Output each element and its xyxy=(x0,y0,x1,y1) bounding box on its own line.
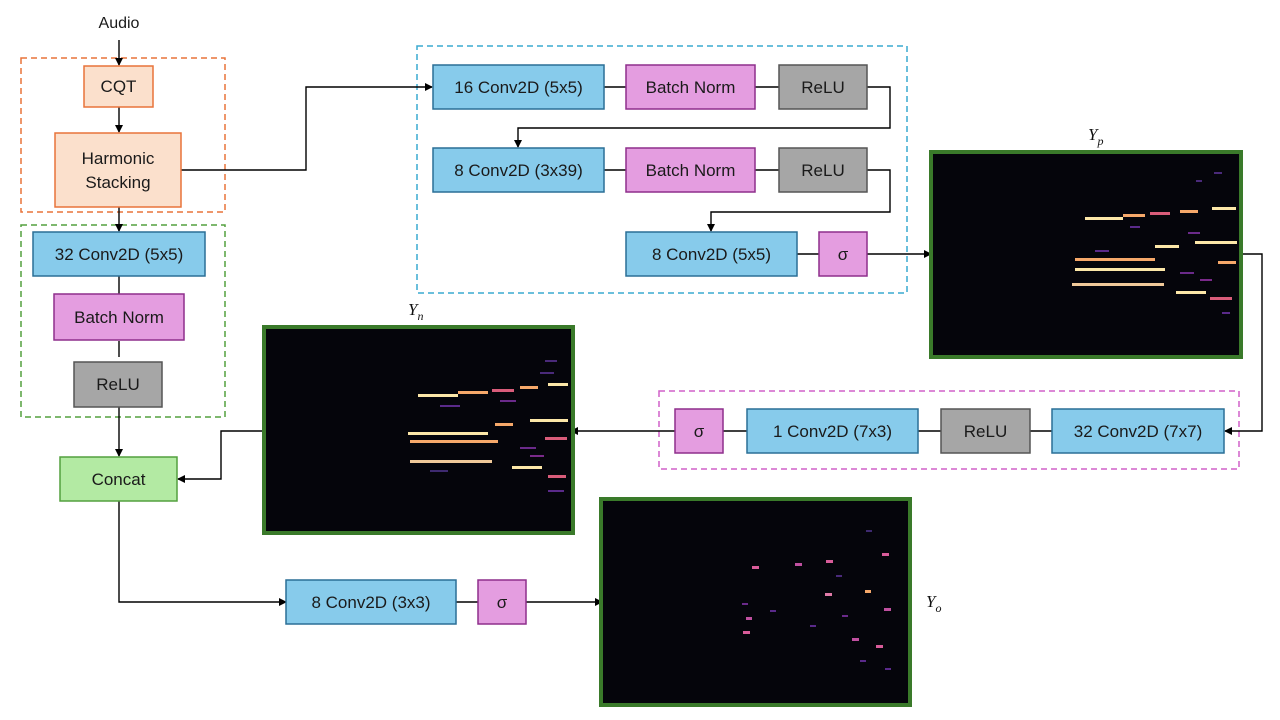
note-relu-block: ReLU xyxy=(940,408,1031,454)
shared-conv-block: 32 Conv2D (5x5) xyxy=(32,231,206,277)
shared-relu-label: ReLU xyxy=(96,375,139,394)
note-conv32-block: 32 Conv2D (7x7) xyxy=(1051,408,1225,454)
yp-subscript: p xyxy=(1096,134,1103,148)
cqt-block: CQT xyxy=(83,65,154,108)
onset-sigmoid-label: σ xyxy=(497,593,508,612)
pitch-row2-conv-label: 8 Conv2D (3x39) xyxy=(454,161,583,180)
harmonic-stacking-label-line1: Harmonic xyxy=(82,149,155,168)
shared-relu-block: ReLU xyxy=(73,361,163,408)
harmonic-stacking-block: Harmonic Stacking xyxy=(54,132,182,208)
pitch-row1-batchnorm-label: Batch Norm xyxy=(646,78,736,97)
arrow-p2-to-p3 xyxy=(707,169,891,232)
arrow-p1-to-p2 xyxy=(514,86,891,148)
yp-symbol: Y xyxy=(1088,125,1099,144)
note-conv32-label: 32 Conv2D (7x7) xyxy=(1074,422,1203,441)
cqt-label: CQT xyxy=(101,77,137,96)
note-relu-label: ReLU xyxy=(964,422,1007,441)
yn-symbol: Y xyxy=(408,300,419,319)
pitch-sigmoid-label: σ xyxy=(838,245,849,264)
pitch-row2-relu-block: ReLU xyxy=(778,147,868,193)
yp-output-panel xyxy=(929,150,1243,359)
pitch-row1-batchnorm-block: Batch Norm xyxy=(625,64,756,110)
yn-subscript: n xyxy=(417,309,423,323)
yp-activation-streaks xyxy=(1072,172,1237,314)
concat-label: Concat xyxy=(92,470,146,489)
yo-output-panel xyxy=(599,497,912,707)
shared-batchnorm-block: Batch Norm xyxy=(53,293,185,341)
yo-activation-dots xyxy=(742,530,891,670)
onset-conv-block: 8 Conv2D (3x3) xyxy=(285,579,457,625)
note-sigmoid-block: σ xyxy=(674,408,724,454)
note-conv1-label: 1 Conv2D (7x3) xyxy=(773,422,892,441)
pitch-row1-conv-block: 16 Conv2D (5x5) xyxy=(432,64,605,110)
arrow-hs-to-pitch-branch xyxy=(181,83,433,171)
yo-label: Yo xyxy=(926,592,941,615)
pitch-row1-conv-label: 16 Conv2D (5x5) xyxy=(454,78,583,97)
pitch-row3-conv-label: 8 Conv2D (5x5) xyxy=(652,245,771,264)
pitch-row3-conv-block: 8 Conv2D (5x5) xyxy=(625,231,798,277)
pitch-branch-group-frame xyxy=(416,45,908,294)
pitch-row1-relu-block: ReLU xyxy=(778,64,868,110)
pitch-row2-batchnorm-label: Batch Norm xyxy=(646,161,736,180)
yn-activation-streaks xyxy=(408,360,568,492)
yn-label: Yn xyxy=(408,300,423,323)
harmonic-stacking-label-line2: Stacking xyxy=(85,173,150,192)
connectors xyxy=(115,40,1263,606)
yp-label: Yp xyxy=(1088,125,1103,148)
pitch-row1-relu-label: ReLU xyxy=(801,78,844,97)
arrow-yp-to-note-branch xyxy=(1224,253,1263,435)
note-sigmoid-label: σ xyxy=(694,422,705,441)
onset-sigmoid-block: σ xyxy=(477,579,527,625)
yo-subscript: o xyxy=(935,601,941,615)
arrow-concat-to-onset-conv xyxy=(118,501,287,606)
yo-symbol: Y xyxy=(926,592,937,611)
pitch-row2-relu-label: ReLU xyxy=(801,161,844,180)
note-branch-group-frame xyxy=(658,390,1240,470)
shared-conv-group-frame xyxy=(20,224,226,418)
pitch-sigmoid-block: σ xyxy=(818,231,868,277)
onset-conv-label: 8 Conv2D (3x3) xyxy=(311,593,430,612)
concat-block: Concat xyxy=(59,456,178,502)
yn-output-panel xyxy=(262,325,575,535)
audio-input-label: Audio xyxy=(99,15,140,32)
frontend-group-frame xyxy=(20,57,226,213)
pitch-row2-conv-block: 8 Conv2D (3x39) xyxy=(432,147,605,193)
shared-conv-label: 32 Conv2D (5x5) xyxy=(55,245,184,264)
note-conv1-block: 1 Conv2D (7x3) xyxy=(746,408,919,454)
pitch-row2-batchnorm-block: Batch Norm xyxy=(625,147,756,193)
shared-batchnorm-label: Batch Norm xyxy=(74,308,164,327)
arrow-yn-to-concat xyxy=(177,430,264,483)
